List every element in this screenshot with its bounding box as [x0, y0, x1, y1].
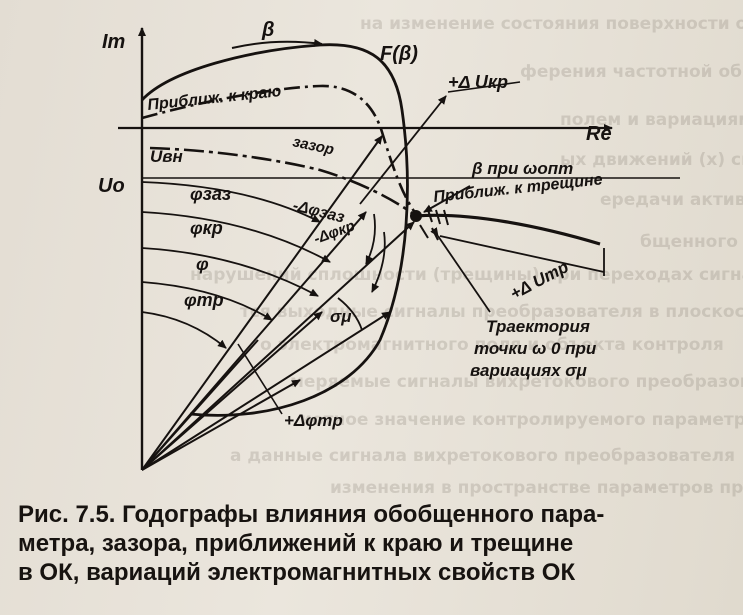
bleed-line: иотное значение контролируемого параметр… — [300, 410, 743, 430]
delta-ukr-label: +Δ Uкр — [448, 72, 508, 92]
phi-tr-label: φтр — [184, 290, 224, 310]
u0-label: Uo — [98, 175, 125, 197]
bleed-line: ередачи активных параметров при изменени… — [600, 190, 743, 210]
bleed-line: ферения частотной области параметров сиг… — [520, 62, 743, 82]
delta-utr-vector — [439, 235, 605, 273]
crack-approach-curve — [415, 213, 601, 246]
beta-omega-opt-label: β при ωопт — [471, 159, 573, 178]
operating-point — [410, 210, 422, 222]
trajectory-label-line2: точки ω 0 при — [474, 339, 597, 358]
angle-arcs — [141, 181, 386, 349]
delta-ukr-vector — [359, 95, 447, 205]
delta-ukr-leader — [447, 81, 521, 93]
f-beta-label: F(β) — [380, 43, 418, 65]
figure-caption: Рис. 7.5. Годографы влияния обобщенного … — [18, 500, 738, 587]
beta-label: β — [261, 19, 274, 41]
gap-label: зазор — [291, 133, 335, 158]
plus-delta-utr-label: +Δ Uтр — [507, 257, 572, 303]
trajectory-label-line3: вариациях σμ — [470, 361, 588, 380]
plus-delta-phi-tr-label: +Δφтр — [284, 411, 343, 430]
bleed-line: а данные сигнала вихретокового преобразо… — [230, 446, 736, 466]
edge-approach-curve — [141, 84, 418, 215]
gap-curve — [149, 146, 417, 218]
trajectory-leader — [430, 227, 491, 313]
phi-gap-label: φзаз — [190, 184, 231, 204]
beta-arrow — [231, 39, 323, 49]
trajectory-label-line1: Траектория — [486, 317, 590, 336]
u-vn-label: Uвн — [150, 147, 183, 166]
bleed-line: бщенного параметра и зазора при смещения… — [640, 232, 743, 252]
caption-line: метра, зазора, приближений к краю и трещ… — [18, 530, 574, 557]
arrow-to-operating-point — [423, 185, 471, 213]
caption-line: в ОК, вариаций электромагнитных свойств … — [18, 559, 576, 586]
delta-phi-tr-leader — [237, 343, 283, 415]
bleed-line: изменения в пространстве параметров прео… — [330, 478, 743, 498]
phi-label: φ — [196, 254, 209, 274]
bleed-line: ых движений (х) сигнала при переходах ча… — [560, 150, 743, 170]
re-axis-label: Re — [586, 123, 612, 145]
sigma-mu-symbol: σμ — [330, 307, 352, 326]
bleed-line: тся выходные сигналы преобразователя в п… — [240, 302, 743, 322]
bleed-line: на изменение состояния поверхности объек… — [360, 14, 743, 34]
f-beta-hodograph-curve — [140, 43, 409, 417]
bleed-line: о электромагнитного поля и объекта контр… — [260, 335, 724, 355]
phi-kr-label: φкр — [190, 218, 223, 238]
caption-line: Рис. 7.5. Годографы влияния обобщенного … — [18, 501, 605, 528]
edge-approach-label: Приближ. к краю — [147, 83, 283, 114]
im-axis-label: Im — [102, 31, 125, 53]
bleed-line: меряемые сигналы вихретокового преобразо… — [290, 372, 743, 392]
